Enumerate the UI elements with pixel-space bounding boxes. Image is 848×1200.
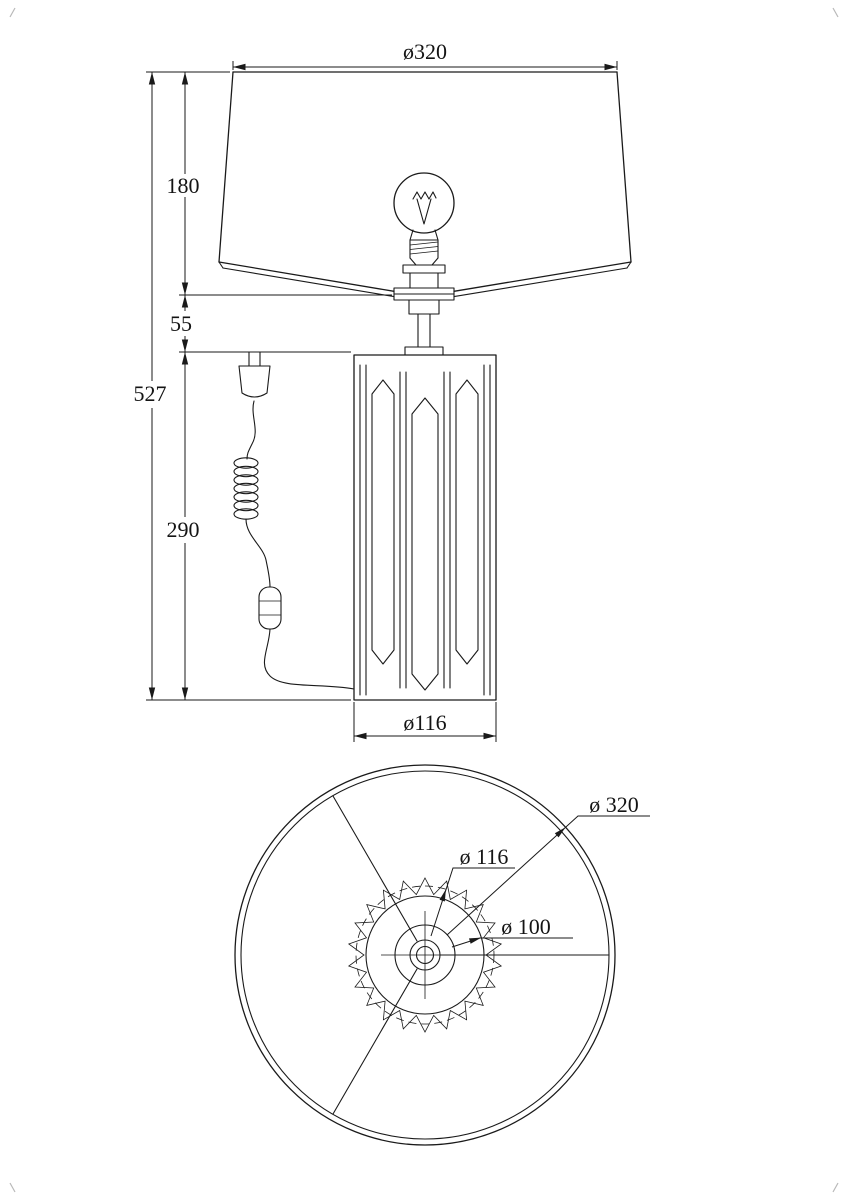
inline-switch — [258, 586, 282, 630]
leader-hub-diameter: ø 100 — [451, 914, 573, 948]
lamp-base — [353, 354, 497, 701]
leader-base-diameter: ø 116 — [430, 844, 515, 937]
crystal-strip-right — [455, 379, 479, 665]
power-cord-assembly — [233, 351, 355, 690]
leader-label-base-diameter: ø 116 — [460, 844, 509, 869]
dim-label-neck-height: 55 — [170, 311, 192, 336]
cord-middle — [245, 518, 271, 588]
center-crosshair — [381, 911, 469, 999]
dim-label-base-height: 290 — [167, 517, 200, 542]
dim-label-shade-height: 180 — [167, 173, 200, 198]
power-plug — [238, 351, 271, 398]
cord-coil — [233, 457, 259, 520]
crystal-strip-left — [371, 379, 395, 665]
dimension-base-diameter: ø116 — [353, 702, 497, 742]
leader-shade-diameter: ø 320 — [446, 792, 650, 936]
base-facet-ring — [347, 877, 503, 1033]
bulb-socket-and-stem — [393, 264, 455, 356]
dimension-shade-diameter: ø320 — [232, 39, 618, 71]
bottom-plan-view: ø 320 ø 116 ø 100 — [234, 764, 650, 1146]
crystal-strip-center — [411, 397, 439, 691]
base-rim-from-below — [347, 877, 503, 1033]
corner-marks — [9, 7, 839, 1193]
base-diameter-circle — [355, 885, 495, 1025]
leader-label-shade-diameter: ø 320 — [589, 792, 639, 817]
light-bulb — [393, 172, 455, 266]
center-hub — [381, 911, 469, 999]
lampshade-outline — [218, 71, 632, 298]
dim-label-base-diameter: ø116 — [403, 710, 446, 735]
dim-label-total-height: 527 — [134, 381, 167, 406]
bulb-screw-cap — [409, 239, 439, 266]
dimension-left-chain: 527 180 55 290 — [134, 71, 392, 701]
dim-label-shade-diameter: ø320 — [403, 39, 447, 64]
hub-diameter-circle — [365, 895, 485, 1015]
leader-label-hub-diameter: ø 100 — [501, 914, 551, 939]
cord-upper — [246, 400, 256, 460]
front-elevation-view: ø320 527 180 55 290 ø116 — [134, 39, 632, 742]
cord-lower — [263, 628, 355, 690]
